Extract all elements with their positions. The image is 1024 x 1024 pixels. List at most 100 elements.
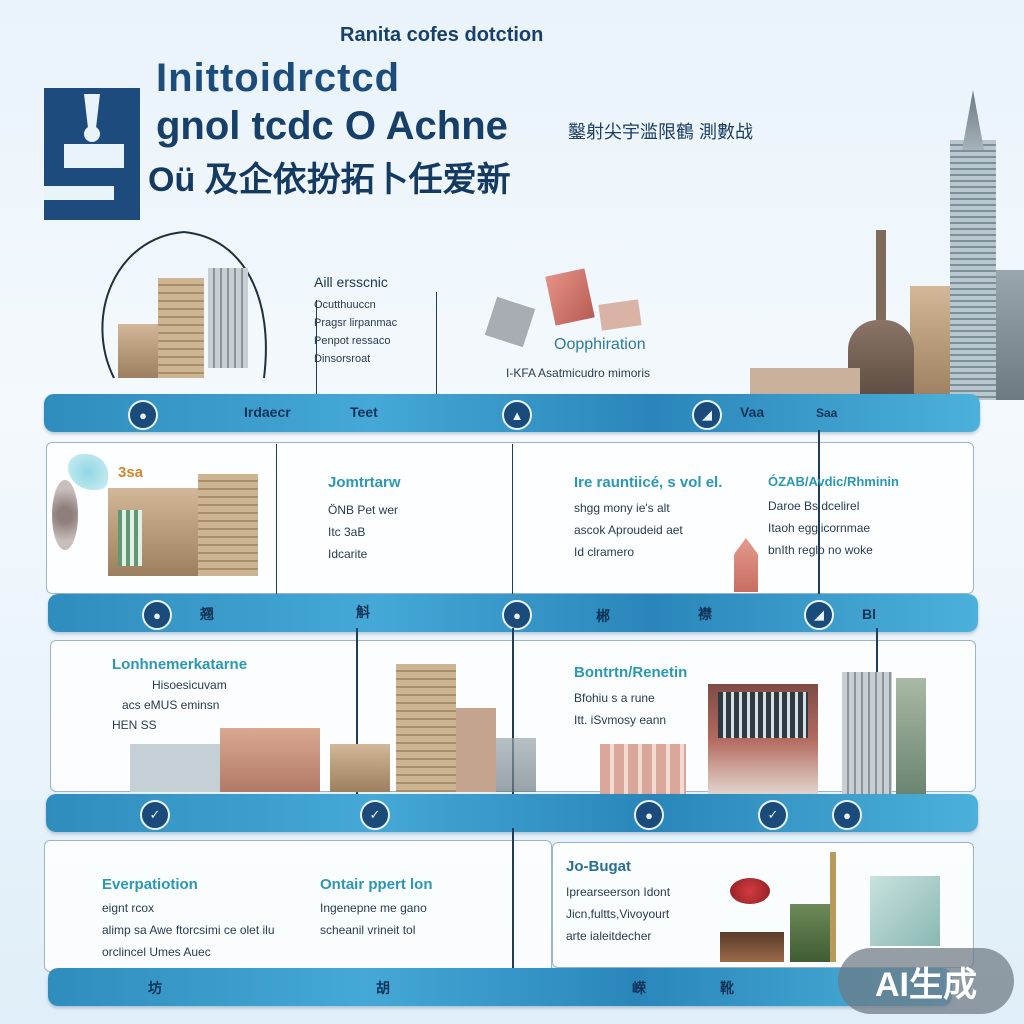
row4-col2: Ontair ppert lon Ingenepne me gano schea… (320, 876, 500, 941)
list-item: Daroe Bs dcelirel (768, 499, 860, 513)
row4-illustration (720, 852, 970, 962)
timeline-node[interactable]: ● (832, 800, 862, 830)
ribbon-label: 靴 (720, 980, 734, 996)
timeline-ribbon-3 (46, 794, 978, 832)
timeline-node[interactable]: ✓ (140, 800, 170, 830)
divider (512, 444, 513, 614)
row2-col2: Jomtrtarw ÖNB Pet wer Itc 3aB Idcarite (328, 474, 508, 565)
ribbon-label: 坊 (148, 980, 162, 996)
row4-col1: Everpatiotion eignt rcox alimp sa Awe ft… (102, 876, 312, 963)
divider (276, 444, 277, 614)
ribbon-label: 翘 (200, 606, 214, 622)
page-title-line-2: gnol tcdc O Achne (156, 104, 508, 148)
row3-left-bullets: Hisoesicuvam acs eMUS eminsn HEN SS (112, 675, 332, 735)
row4-col2-heading: Ontair ppert lon (320, 876, 433, 893)
row2-col4-bullets: Daroe Bs dcelirel Itaoh eggiicornmae bnI… (768, 495, 968, 561)
ribbon-label: Vaa (740, 404, 765, 420)
timeline-node[interactable]: ● (128, 400, 158, 430)
row3-right-bullets: Bfohiu s a rune Itt. iSvmosy eann (574, 687, 734, 731)
list-item: eignt rcox (102, 901, 155, 915)
list-item: Id clramero (574, 545, 635, 559)
divider (512, 828, 514, 978)
row3-left: Lonhnemerkatarne Hisoesicuvam acs eMUS e… (112, 656, 332, 735)
row4-panel-left (44, 840, 552, 972)
logo-mark (44, 88, 140, 220)
list-item: Dinsorsroat (314, 353, 371, 365)
row1-left-block: Aill ersscnic Ocutthuuccn Pragsr lirpanm… (314, 274, 434, 368)
divider (356, 628, 358, 818)
ribbon-label: 斛 (356, 604, 370, 620)
row2-col4-heading: ÓZAB/Avdic/Rhminin (768, 474, 899, 489)
list-item: shgg mony ie's alt (574, 501, 670, 515)
row1-mid-heading: Oopphiration (554, 336, 646, 353)
ribbon-label: 胡 (376, 980, 390, 996)
timeline-node[interactable]: ● (142, 600, 172, 630)
list-item: Hisoesicuvam (152, 678, 227, 692)
connector-line (316, 300, 317, 396)
row4-col3-heading: Jo-Bugat (566, 858, 631, 875)
ribbon-label: Teet (350, 404, 378, 420)
timeline-node[interactable]: ◢ (692, 400, 722, 430)
list-item: acs eMUS eminsn (122, 698, 220, 712)
list-item: Iprearseerson Idont (566, 885, 671, 899)
divider (818, 430, 820, 610)
row4-col3-bullets: Iprearseerson Idont Jicn,fultts,Vivoyour… (566, 881, 746, 947)
ribbon-label: 嵘 (632, 980, 646, 996)
row1-left-heading: Aill ersscnic (314, 274, 388, 290)
list-item: ÖNB Pet wer (328, 503, 399, 517)
list-item: Itaoh eggiicornmae (768, 521, 871, 535)
row1-mid-sub: I-KFA Asatmicudro mimoris (506, 366, 651, 380)
row2-col1-tag: 3sa (118, 464, 144, 481)
ribbon-label: Bl (862, 606, 876, 622)
row4-col3: Jo-Bugat Iprearseerson Idont Jicn,fultts… (566, 858, 746, 947)
row3-left-heading: Lonhnemerkatarne (112, 656, 248, 673)
row2-col4: ÓZAB/Avdic/Rhminin Daroe Bs dcelirel Ita… (768, 474, 968, 561)
list-item: ascok Aproudeid aet (574, 523, 683, 537)
timeline-node[interactable]: ● (502, 600, 532, 630)
ribbon-label: Irdaecr (244, 404, 291, 420)
list-item: Ingenepne me gano (320, 901, 427, 915)
timeline-node[interactable]: ✓ (360, 800, 390, 830)
ribbon-label: 襟 (698, 606, 712, 622)
row3-right-illustration (596, 672, 936, 794)
cjk-tagline: 鑿射尖宇滥限鶴 測數战 (568, 122, 753, 142)
row2-col2-heading: Jomtrtarw (328, 474, 401, 491)
list-item: alimp sa Awe ftorcsimi ce olet ilu (102, 923, 275, 937)
list-item: Itt. iSvmosy eann (574, 713, 667, 727)
connector-line (436, 292, 437, 396)
timeline-ribbon-4 (48, 968, 952, 1006)
row2-col3-bullets: shgg mony ie's alt ascok Aproudeid aet I… (574, 497, 764, 563)
list-item: Jicn,fultts,Vivoyourt (566, 907, 670, 921)
page-title-line-3: Oü 及企依扮拓卜任爱新 (148, 161, 511, 199)
timeline-node[interactable]: ● (634, 800, 664, 830)
divider (512, 628, 514, 818)
row1-illustration-left (74, 228, 284, 388)
list-item: Itc 3aB (328, 525, 366, 539)
list-item: Idcarite (328, 547, 368, 561)
page-title-line-1: Inittoidrctcd (156, 56, 401, 100)
row4-col1-heading: Everpatiotion (102, 876, 198, 893)
list-item: Pragsr lirpanmac (314, 317, 398, 329)
ribbon-label: Saa (816, 406, 838, 420)
row4-col1-bullets: eignt rcox alimp sa Awe ftorcsimi ce ole… (102, 897, 312, 963)
ribbon-label: 郴 (596, 608, 610, 624)
row2-illustration (48, 450, 268, 580)
ai-generated-badge: AI生成 (838, 948, 1014, 1014)
skyline-illustration (730, 90, 1024, 410)
row2-col3: Ire rauntiicé, s vol el. shgg mony ie's … (574, 474, 764, 563)
list-item: scheanil vrineit tol (320, 923, 416, 937)
list-item: HEN SS (112, 718, 157, 732)
row2-col3-heading: Ire rauntiicé, s vol el. (574, 474, 723, 491)
list-item: arte ialeitdecher (566, 929, 652, 943)
list-item: orclincel Umes Auec (102, 945, 211, 959)
row4-col2-bullets: Ingenepne me gano scheanil vrineit tol (320, 897, 500, 941)
row1-left-bullets: Ocutthuuccn Pragsr lirpanmac Penpot ress… (314, 296, 434, 368)
list-item: Bfohiu s a rune (574, 691, 655, 705)
pagoda-illustration (728, 524, 764, 592)
timeline-node[interactable]: ✓ (758, 800, 788, 830)
list-item: Penpot ressaco (314, 335, 391, 347)
timeline-node[interactable]: ▲ (502, 400, 532, 430)
list-item: Ocutthuuccn (314, 299, 376, 311)
top-caption: Ranita cofes dotction (340, 24, 544, 46)
timeline-node[interactable]: ◢ (804, 600, 834, 630)
